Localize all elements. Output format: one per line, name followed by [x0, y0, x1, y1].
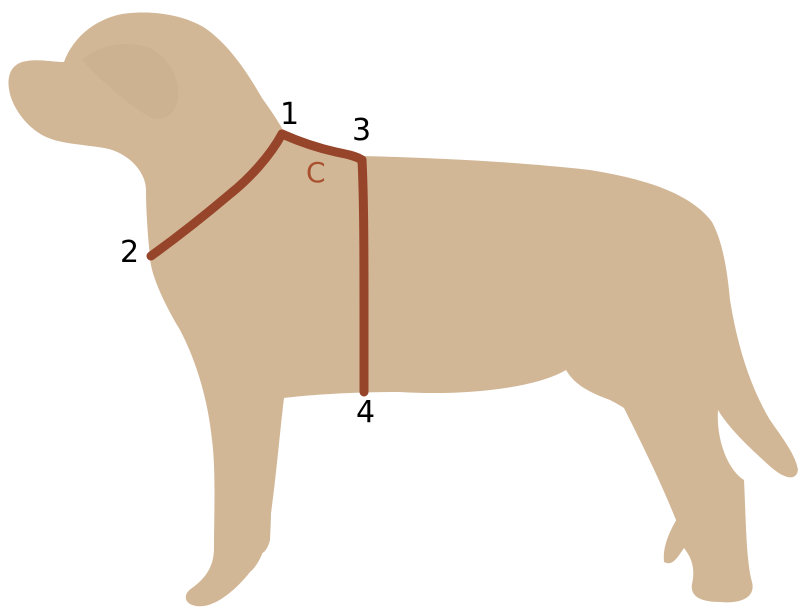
girth-line-3-to-4: [357, 155, 369, 397]
dog-far-front-leg: [240, 420, 272, 554]
dog-body: [8, 12, 798, 607]
top-line-1-to-3: [277, 129, 367, 165]
segment-label-c: C: [306, 156, 326, 189]
point-label-3: 3: [352, 113, 371, 148]
dog-far-back-leg: [620, 400, 703, 549]
measurement-lines: [146, 129, 369, 397]
neck-line-1-to-2: [146, 129, 287, 261]
point-label-2: 2: [120, 235, 139, 270]
dog-silhouette: [8, 12, 798, 607]
dog-ear: [82, 44, 179, 120]
point-label-1: 1: [280, 97, 299, 132]
point-label-4: 4: [356, 395, 375, 430]
